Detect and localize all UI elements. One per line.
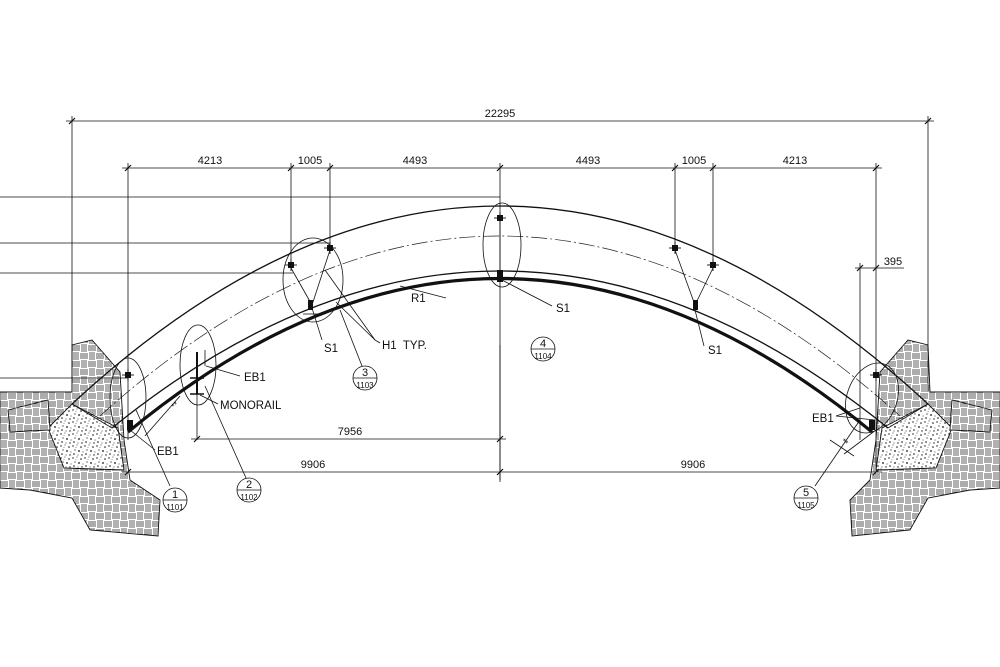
callout-4-sheet: 1104 bbox=[534, 352, 552, 361]
monorail-symbol bbox=[190, 350, 206, 395]
label-eb1-left-top: EB1 bbox=[244, 372, 266, 384]
dim-right-outer: 4213 bbox=[783, 155, 807, 167]
label-eb1-left-bottom: EB1 bbox=[157, 446, 179, 458]
label-s1-center: S1 bbox=[556, 303, 570, 315]
label-r1: R1 bbox=[411, 293, 426, 305]
leader-lines bbox=[129, 269, 877, 487]
extension-lines bbox=[71, 116, 929, 482]
callout-5-sheet: 1105 bbox=[797, 501, 815, 510]
callout-2-number: 2 bbox=[246, 479, 252, 491]
dim-right-inner: 4493 bbox=[576, 155, 600, 167]
dim-left-outer: 4213 bbox=[198, 155, 222, 167]
label-star-left: ** bbox=[170, 400, 181, 411]
callout-5-number: 5 bbox=[803, 487, 809, 499]
dim-monorail-span: 7956 bbox=[338, 426, 362, 438]
callout-4-number: 4 bbox=[540, 338, 546, 350]
label-monorail: MONORAIL bbox=[220, 400, 282, 412]
callout-1[interactable]: 1 1101 bbox=[162, 487, 188, 513]
callout-2[interactable]: 2 1102 bbox=[236, 477, 262, 503]
dim-half-left: 9906 bbox=[301, 459, 325, 471]
callout-1-number: 1 bbox=[172, 489, 178, 501]
callout-3-sheet: 1103 bbox=[356, 381, 374, 390]
callout-3-number: 3 bbox=[362, 367, 368, 379]
callout-3[interactable]: 3 1103 bbox=[352, 365, 378, 391]
label-s1-left: S1 bbox=[324, 343, 338, 355]
detail-ellipses bbox=[109, 202, 899, 439]
label-eb1-right: EB1 bbox=[812, 413, 834, 425]
label-star-right: ** bbox=[839, 437, 850, 448]
hanger-lines bbox=[290, 218, 714, 306]
dim-half-right: 9906 bbox=[681, 459, 705, 471]
dim-overall: 22295 bbox=[485, 108, 516, 120]
label-h1-typ: H1 TYP. bbox=[382, 340, 427, 352]
connection-points bbox=[122, 212, 882, 430]
dim-left-gap: 1005 bbox=[298, 155, 322, 167]
label-s1-right: S1 bbox=[708, 345, 722, 357]
callout-2-sheet: 1102 bbox=[240, 493, 258, 502]
dimension-lines bbox=[66, 117, 934, 476]
callout-1-sheet: 1101 bbox=[166, 503, 184, 512]
dim-left-inner: 4493 bbox=[403, 155, 427, 167]
dim-right-gap: 1005 bbox=[682, 155, 706, 167]
callout-5[interactable]: 5 1105 bbox=[793, 485, 819, 511]
dim-offset: 395 bbox=[884, 256, 902, 268]
level-lines bbox=[0, 196, 500, 379]
callout-4[interactable]: 4 1104 bbox=[530, 336, 556, 362]
foundation-left bbox=[0, 339, 161, 537]
foundation-right bbox=[849, 339, 1000, 537]
